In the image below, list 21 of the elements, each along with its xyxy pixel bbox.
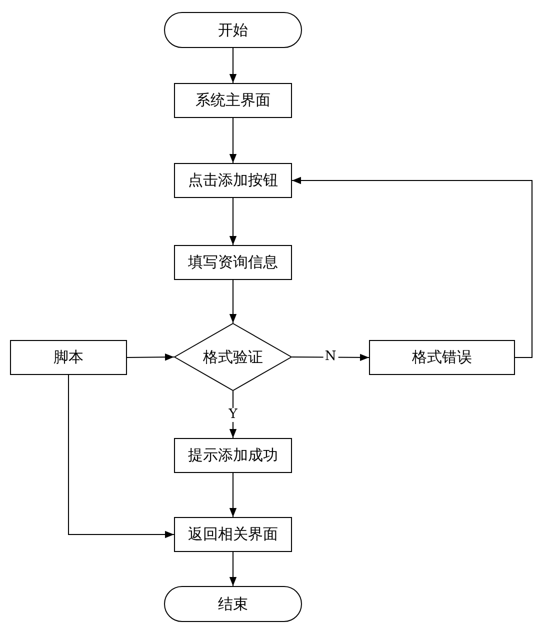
arrow xyxy=(292,176,532,358)
arrow xyxy=(229,472,237,518)
decision-diamond: 格式验证 xyxy=(174,323,292,391)
process-box: 点击添加按钮 xyxy=(174,163,292,198)
arrow xyxy=(292,354,370,362)
arrow xyxy=(229,118,237,164)
process-box: 返回相关界面 xyxy=(174,517,292,552)
process-box: 填写资询信息 xyxy=(174,245,292,280)
arrow xyxy=(68,374,174,538)
edge-label: Y xyxy=(226,408,240,422)
terminal-box: 开始 xyxy=(164,12,302,48)
process-box: 脚本 xyxy=(10,340,127,375)
process-box: 提示添加成功 xyxy=(174,438,292,473)
arrow xyxy=(229,552,237,586)
process-box: 系统主界面 xyxy=(174,83,292,118)
arrow xyxy=(229,280,237,324)
arrow xyxy=(229,198,237,246)
arrow xyxy=(126,354,174,361)
terminal-box: 结束 xyxy=(164,586,302,622)
arrow xyxy=(229,48,237,84)
process-box: 格式错误 xyxy=(369,340,515,375)
